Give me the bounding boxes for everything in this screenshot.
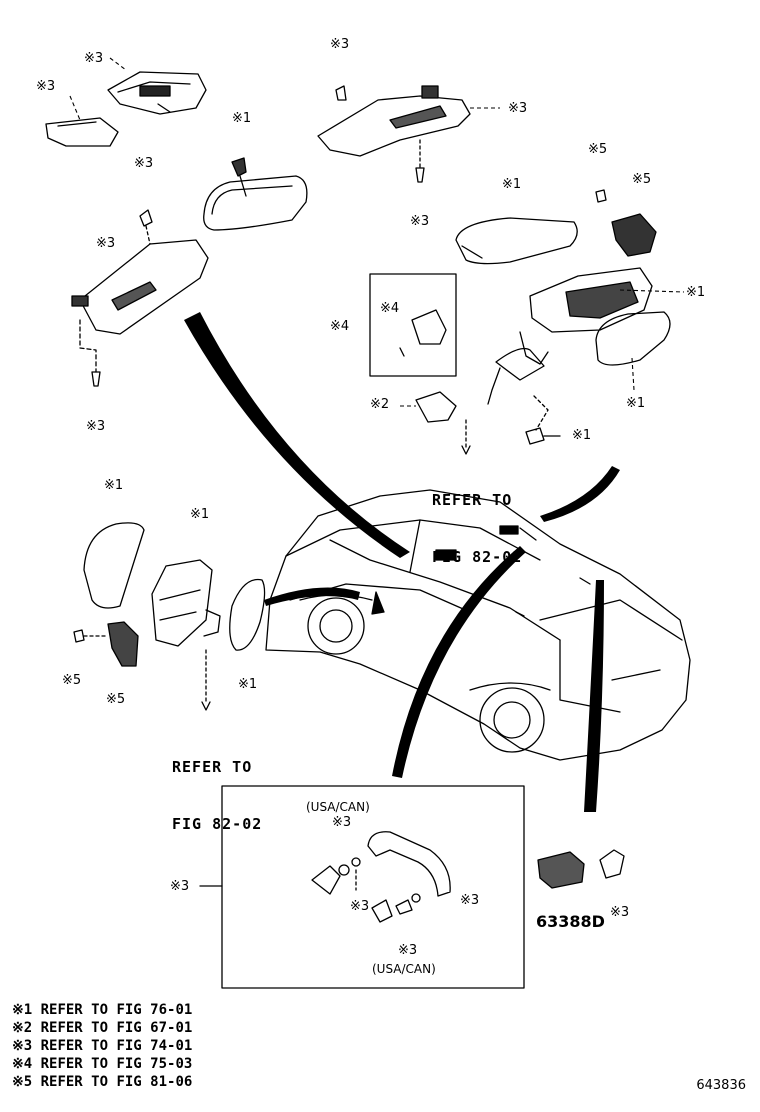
map-lamp-cover xyxy=(107,71,207,115)
legend-row: ※5 REFER TO FIG 81-06 xyxy=(12,1074,193,1090)
bracket-part xyxy=(399,309,447,357)
mirror-screw-upper xyxy=(525,395,561,445)
callout-label: ※1 xyxy=(190,507,210,522)
refer-note-line: REFER TO xyxy=(172,758,253,776)
callout-label: ※5 xyxy=(62,673,82,688)
legend: ※1 REFER TO FIG 76-01 ※2 REFER TO FIG 67… xyxy=(12,1001,192,1091)
callout-label: ※1 xyxy=(686,285,706,300)
callout-label: ※3 xyxy=(170,879,190,894)
callout-label: ※5 xyxy=(106,692,126,707)
callout-label: ※3 xyxy=(610,905,630,920)
outside-mirror-body-upper xyxy=(487,267,653,405)
rear-view-mirror xyxy=(203,157,308,231)
outside-mirror-glass-lower xyxy=(229,578,266,651)
region-label: (USA/CAN) xyxy=(372,962,436,976)
part-number: 63388D xyxy=(536,912,605,931)
callout-label: ※1 xyxy=(238,677,258,692)
outside-mirror-body-lower xyxy=(151,559,221,647)
legend-row: ※3 REFER TO FIG 74-01 xyxy=(12,1038,193,1054)
callout-label: ※1 xyxy=(104,478,124,493)
refer-note-line: FIG 82-02 xyxy=(172,815,263,833)
callout-label: ※1 xyxy=(232,111,252,126)
callout-label: ※1 xyxy=(626,396,646,411)
refer-note-lower: REFER TO FIG 82-02 xyxy=(172,720,262,853)
callout-label: ※3 xyxy=(96,236,116,251)
sun-visor-right xyxy=(317,85,471,183)
callout-label: ※2 xyxy=(370,397,390,412)
callout-label: ※3 xyxy=(460,893,480,908)
callout-label: ※3 xyxy=(410,214,430,229)
callout-label: ※3 xyxy=(84,51,104,66)
callout-label: ※3 xyxy=(330,37,350,52)
callout-label: ※1 xyxy=(572,428,592,443)
legend-row: ※2 REFER TO FIG 67-01 xyxy=(12,1020,193,1036)
legend-row: ※4 REFER TO FIG 75-03 xyxy=(12,1056,193,1072)
callout-label: ※3 xyxy=(350,899,370,914)
assist-grip xyxy=(311,831,451,923)
outside-mirror-cover-lower xyxy=(83,522,145,609)
switch-63388d xyxy=(537,849,625,889)
legend-row: ※1 REFER TO FIG 76-01 xyxy=(12,1002,193,1018)
callout-label: ※5 xyxy=(632,172,652,187)
refer-note-line: REFER TO xyxy=(432,491,513,509)
mirror-motor-lower xyxy=(73,621,139,667)
callout-label: ※3 xyxy=(508,101,528,116)
callout-label: ※4 xyxy=(380,301,400,316)
sun-visor-left xyxy=(71,209,209,387)
leader-sweeps xyxy=(184,312,620,812)
map-lamp-lens xyxy=(45,117,119,147)
figure-id: 643836 xyxy=(696,1078,746,1093)
outside-mirror-cover-upper xyxy=(455,217,578,265)
callout-label: ※3 xyxy=(332,815,352,830)
callout-label: ※3 xyxy=(36,79,56,94)
mirror-motor-upper xyxy=(595,189,657,257)
callout-label: ※1 xyxy=(502,177,522,192)
callout-label: ※3 xyxy=(86,419,106,434)
callout-label: ※5 xyxy=(588,142,608,157)
garnish-part xyxy=(415,391,457,423)
refer-note-upper: REFER TO FIG 82-02 xyxy=(432,453,522,586)
refer-note-line: FIG 82-02 xyxy=(432,548,523,566)
callout-label: ※4 xyxy=(330,319,350,334)
callout-label: ※3 xyxy=(398,943,418,958)
outside-mirror-glass-upper xyxy=(595,311,671,366)
region-label: (USA/CAN) xyxy=(306,800,370,814)
vehicle-outline xyxy=(265,489,691,761)
callout-label: ※3 xyxy=(134,156,154,171)
